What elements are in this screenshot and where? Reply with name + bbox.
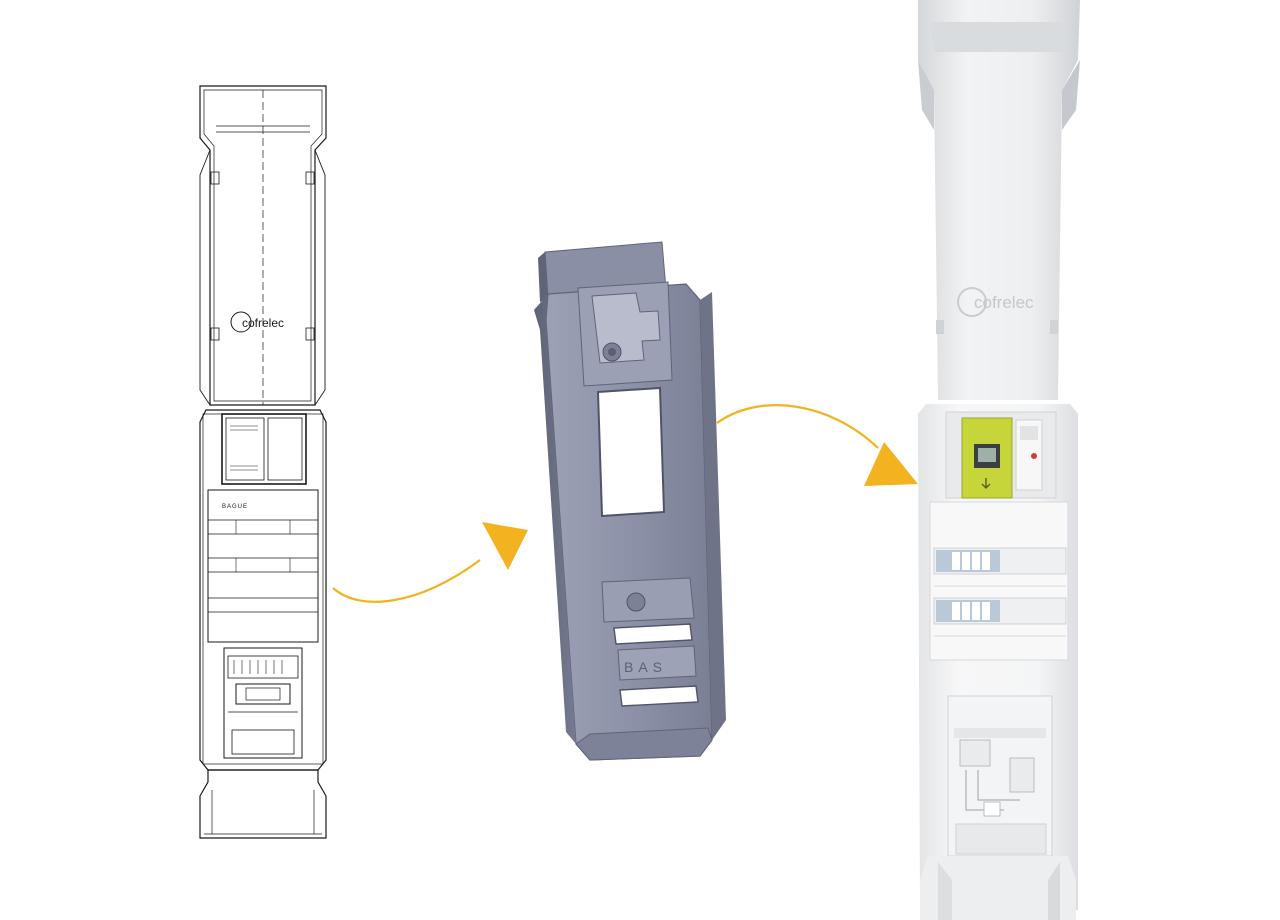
- arrow-2-head: [864, 442, 918, 486]
- arrow-1-curve: [332, 559, 481, 603]
- technical-drawing: [199, 85, 327, 839]
- cad-engraved-text: BAS: [624, 659, 667, 675]
- product-photo: [918, 0, 1080, 920]
- arrow-1-head: [482, 522, 528, 570]
- arrow-2: [716, 404, 918, 486]
- arrow-2-curve: [716, 404, 879, 449]
- cad-model: [534, 241, 726, 761]
- drawing-panel-label: BAGUE: [222, 504, 248, 510]
- drawing-logo: cofrelec: [242, 316, 284, 330]
- arrow-1: [332, 522, 528, 603]
- photo-logo: cofrelec: [974, 293, 1034, 312]
